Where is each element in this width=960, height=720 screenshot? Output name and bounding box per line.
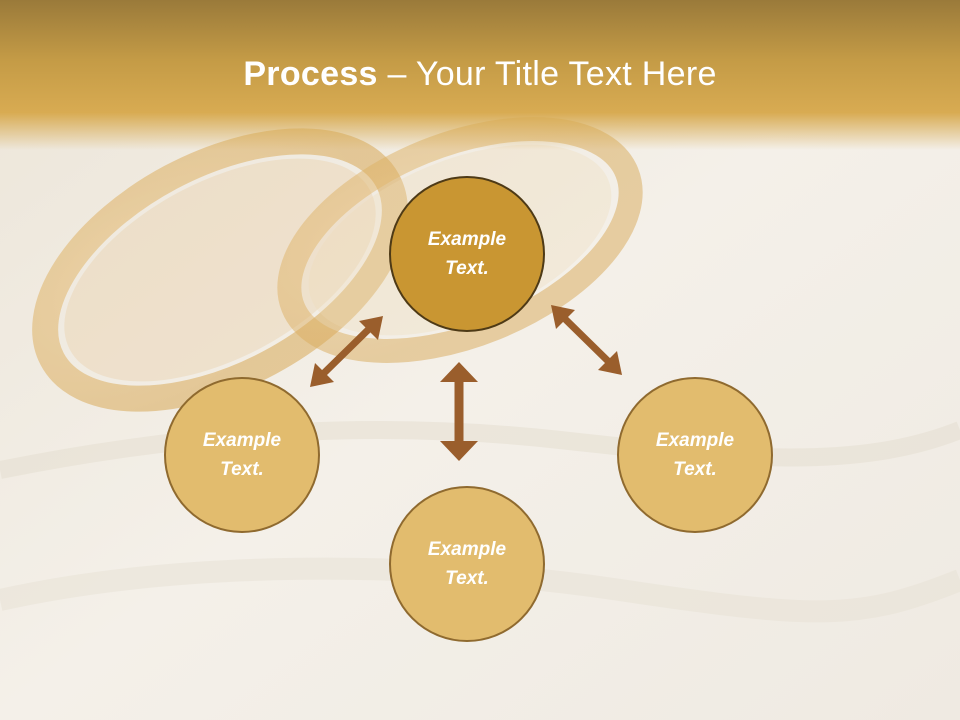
double-arrow-left [310,316,383,387]
title-bold: Process [243,55,378,93]
title-band [0,0,960,150]
left-node: Example Text. [164,377,320,533]
bottom-node-label: Example Text. [427,539,507,589]
bottom-node: Example Text. [389,486,545,642]
center-node: Example Text. [389,176,545,332]
right-node-label: Example Text. [655,430,735,480]
slide-title: Process – Your Title Text Here [0,52,960,96]
title-rest: – Your Title Text Here [377,55,717,93]
center-node-label: Example Text. [427,229,507,279]
double-arrow-down [440,362,478,461]
double-arrow-right [551,305,622,375]
right-node: Example Text. [617,377,773,533]
left-node-label: Example Text. [202,430,282,480]
